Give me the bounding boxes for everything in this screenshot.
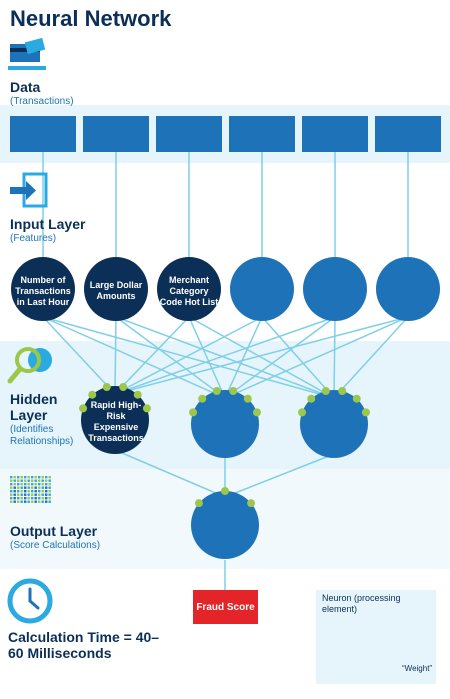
output-section-label: Output Layer (10, 523, 98, 539)
data-box-3 (156, 116, 222, 152)
output-section-sub: (Score Calculations) (10, 540, 101, 551)
weight-dots (79, 383, 370, 508)
data-section-label: Data (10, 79, 41, 95)
bar-grid-icon (10, 476, 51, 503)
hidden-node-1-weight-3 (102, 383, 111, 392)
calculation-time: Calculation Time = 40–60 Milliseconds (8, 629, 160, 661)
hidden-node-2-weight-3 (212, 387, 221, 396)
hidden-node-1-weight-2 (88, 390, 97, 399)
hidden-node-3-weight-3 (321, 387, 330, 396)
data-box-1 (10, 116, 76, 152)
hidden-node-1-label: Rapid High-Risk Expensive Transactions (88, 400, 144, 443)
connections (42, 152, 409, 498)
data-box-5 (302, 116, 368, 152)
input-node-6 (376, 257, 440, 321)
hidden-section-label: Hidden Layer (10, 391, 58, 423)
input-arrow-icon (10, 172, 48, 208)
hidden-node-2-weight-1 (189, 408, 198, 417)
hidden-node-2-weight-4 (229, 387, 238, 396)
hidden-node-3-weight-6 (361, 408, 370, 417)
output-weight-2 (221, 487, 229, 495)
legend-weight-label: “Weight” (402, 664, 433, 673)
input-node-1 (11, 257, 75, 321)
fraud-score-box: Fraud Score (193, 590, 258, 624)
input-node-2-label: Large Dollar Amounts (89, 280, 143, 301)
input-section-sub: (Features) (10, 233, 57, 244)
hidden-node-3-weight-4 (338, 387, 347, 396)
output-node (191, 491, 259, 559)
hidden-node-1-weight-4 (119, 383, 128, 392)
hidden-node-3 (300, 390, 368, 458)
input-node-4 (230, 257, 294, 321)
hidden-node-3-weight-5 (352, 394, 361, 403)
hidden-node-2-weight-5 (243, 394, 252, 403)
hidden-node-1-weight-1 (79, 404, 88, 413)
hidden-node-1-weight-5 (133, 390, 142, 399)
output-weight-1 (194, 499, 203, 508)
hidden-section-sub: (Identifies Relationships) (10, 424, 74, 447)
hidden-node-3-weight-2 (307, 394, 316, 403)
input-section-label: Input Layer (10, 216, 86, 232)
data-box-2 (83, 116, 149, 152)
hidden-node-2 (191, 390, 259, 458)
legend-panel (316, 590, 436, 684)
input-node-1-label: Number of Transactions in Last Hour (15, 274, 71, 307)
data-box-4 (229, 116, 295, 152)
hidden-node-2-weight-2 (198, 394, 207, 403)
input-node-3-label: Merchant Category Code Hot List (159, 274, 219, 307)
input-node-5 (303, 257, 367, 321)
input-node-3 (157, 257, 221, 321)
hidden-node-2-weight-6 (252, 408, 261, 417)
hidden-node-1 (81, 386, 149, 454)
data-box-6 (375, 116, 441, 152)
page-title: Neural Network (10, 6, 172, 31)
clock-icon (7, 578, 53, 624)
data-section-sub: (Transactions) (10, 96, 74, 107)
hidden-node-3-weight-1 (298, 408, 307, 417)
nodes (10, 116, 441, 559)
credit-card-icon (8, 37, 46, 70)
output-weight-3 (247, 499, 256, 508)
hidden-node-1-weight-6 (142, 404, 151, 413)
input-node-2 (84, 257, 148, 321)
legend-neuron-label: Neuron (processing element) (322, 593, 401, 614)
magnifier-icon (7, 347, 52, 384)
